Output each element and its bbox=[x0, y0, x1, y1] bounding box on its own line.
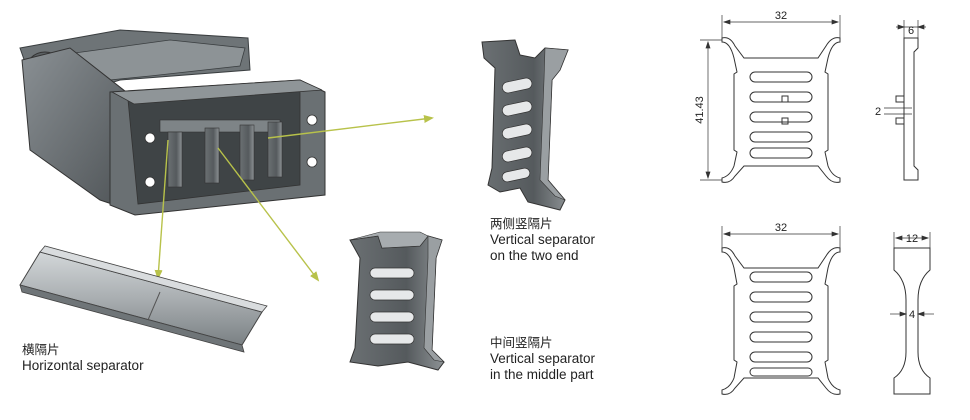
middle-separator-label: 中间竖隔片 Vertical separator in the middle p… bbox=[490, 335, 595, 383]
dim-mid-web-text: 4 bbox=[909, 309, 915, 321]
end-separator-label: 两侧竖隔片 Vertical separator on the two end bbox=[490, 216, 595, 264]
middle-separator-en1: Vertical separator bbox=[490, 351, 596, 366]
drawing-middle-front bbox=[721, 247, 841, 395]
horizontal-separator bbox=[19, 245, 268, 353]
dim-end-tab bbox=[884, 107, 912, 115]
middle-separator-en2: in the middle part bbox=[490, 367, 594, 382]
arrow-to-horizontal-separator bbox=[154, 139, 169, 280]
dim-end-height-text: 41.43 bbox=[694, 96, 706, 124]
drawing-end-side bbox=[895, 37, 919, 181]
pointer-arrows bbox=[154, 114, 434, 282]
horizontal-separator-en: Horizontal separator bbox=[22, 358, 144, 373]
arrow-to-middle-separator bbox=[217, 147, 320, 282]
dim-mid-web bbox=[890, 311, 934, 317]
drawing-middle-side bbox=[893, 247, 931, 395]
dim-mid-thickness bbox=[893, 232, 931, 248]
horizontal-separator-label: 横隔片 Horizontal separator bbox=[22, 342, 144, 374]
arrow-to-end-separator bbox=[267, 114, 434, 139]
drawing-end-front bbox=[721, 37, 841, 183]
end-separator-en1: Vertical separator bbox=[490, 232, 596, 247]
dim-mid-width bbox=[721, 226, 841, 248]
middle-vertical-separator-3d bbox=[349, 231, 445, 371]
dim-mid-thickness-text: 12 bbox=[906, 233, 918, 245]
end-separator-cn: 两侧竖隔片 bbox=[490, 216, 553, 231]
dim-end-thickness-text: 6 bbox=[908, 25, 914, 37]
dim-end-height bbox=[700, 39, 722, 181]
cable-chain-assembly bbox=[19, 29, 326, 216]
dim-end-width bbox=[721, 15, 841, 38]
dim-end-tab-text: 2 bbox=[875, 106, 881, 118]
dim-end-width-text: 32 bbox=[775, 10, 787, 22]
end-vertical-separator-3d bbox=[481, 39, 569, 211]
dim-end-thickness bbox=[896, 20, 926, 38]
middle-separator-cn: 中间竖隔片 bbox=[490, 335, 553, 350]
horizontal-separator-cn: 横隔片 bbox=[22, 342, 60, 357]
end-separator-en2: on the two end bbox=[490, 248, 579, 263]
dim-mid-width-text: 32 bbox=[775, 222, 787, 234]
